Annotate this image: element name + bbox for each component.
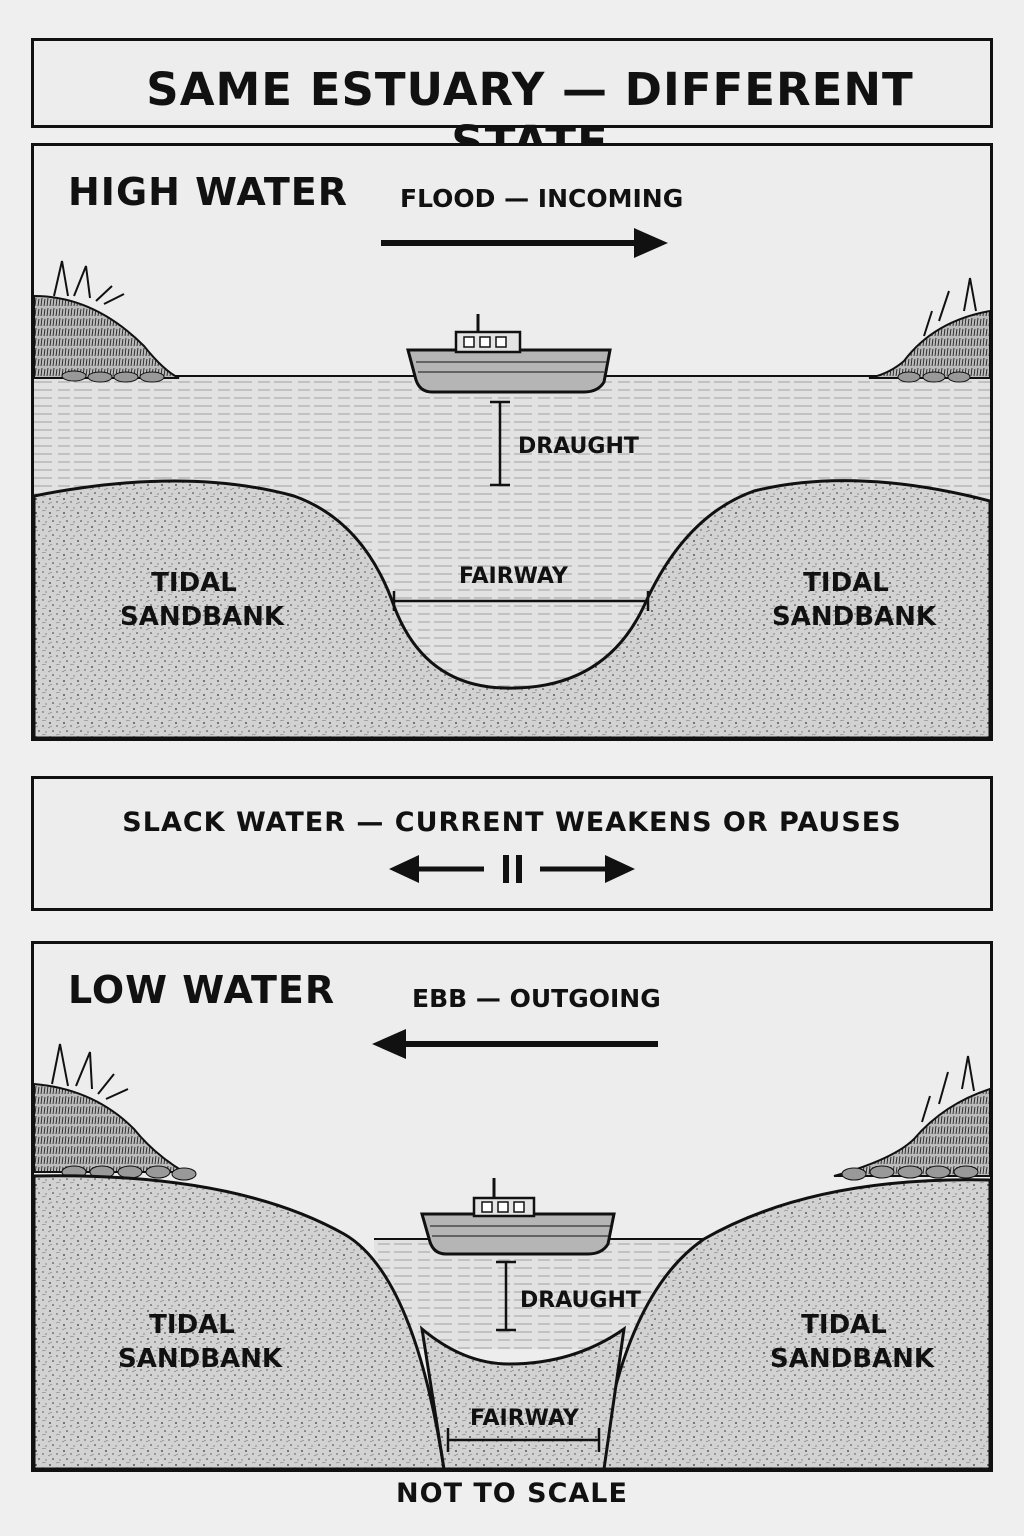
slack-right-arrow-icon: [540, 855, 635, 883]
pause-icon: [503, 855, 522, 883]
low-left-sandbank: [34, 1174, 446, 1469]
low-right-shore-vegetation-icon: [833, 1055, 990, 1181]
low-left-shore-vegetation-icon: [34, 1043, 197, 1181]
low-draught-label: DRAUGHT: [520, 1288, 641, 1313]
low-water-fairway-marker: [446, 1428, 601, 1452]
low-fairway-label: FAIRWAY: [470, 1406, 579, 1431]
high-water-boat-icon: [406, 314, 612, 394]
low-channel-bed: [419, 1325, 626, 1469]
high-draught-label: DRAUGHT: [518, 434, 639, 459]
low-water-boat-icon: [420, 1178, 616, 1256]
low-water-panel: LOW WATER EBB — OUTGOING DRAUGHT FAIRWAY…: [31, 941, 993, 1472]
high-water-title: HIGH WATER: [68, 170, 348, 214]
low-left-sandbank-label: TIDAL SANDBANK: [118, 1310, 283, 1374]
high-water-draught-marker: [490, 400, 510, 487]
slack-water-box: SLACK WATER — CURRENT WEAKENS OR PAUSES: [31, 776, 993, 911]
low-water-draught-marker: [496, 1260, 516, 1332]
right-shore-vegetation-icon: [868, 277, 990, 383]
title-box: SAME ESTUARY — DIFFERENT STATE: [31, 38, 993, 169]
left-shore-vegetation-icon: [34, 260, 180, 383]
slack-water-label: SLACK WATER — CURRENT WEAKENS OR PAUSES: [122, 807, 902, 838]
low-right-sandbank-label: TIDAL SANDBANK: [770, 1310, 935, 1374]
high-right-sandbank-label: TIDAL SANDBANK: [772, 568, 937, 632]
low-water-scene: [34, 1029, 990, 1469]
high-fairway-label: FAIRWAY: [459, 564, 568, 589]
flood-arrow-right-icon: [381, 228, 668, 258]
high-water-scene: [34, 228, 990, 738]
high-water-sandbank: [34, 479, 990, 738]
ebb-label: EBB — OUTGOING: [412, 984, 661, 1013]
not-to-scale-note: NOT TO SCALE: [396, 1478, 628, 1509]
diagram-title: SAME ESTUARY — DIFFERENT STATE: [146, 63, 914, 169]
low-water-title: LOW WATER: [68, 968, 336, 1012]
flood-label: FLOOD — INCOMING: [400, 184, 684, 213]
high-water-fairway-marker: [392, 591, 650, 611]
slack-arrows: [389, 855, 635, 883]
high-water-panel: HIGH WATER FLOOD — INCOMING DRAUGHT FAIR…: [31, 143, 993, 741]
slack-left-arrow-icon: [389, 855, 484, 883]
high-left-sandbank-label: TIDAL SANDBANK: [120, 568, 285, 632]
ebb-arrow-left-icon: [372, 1029, 658, 1059]
